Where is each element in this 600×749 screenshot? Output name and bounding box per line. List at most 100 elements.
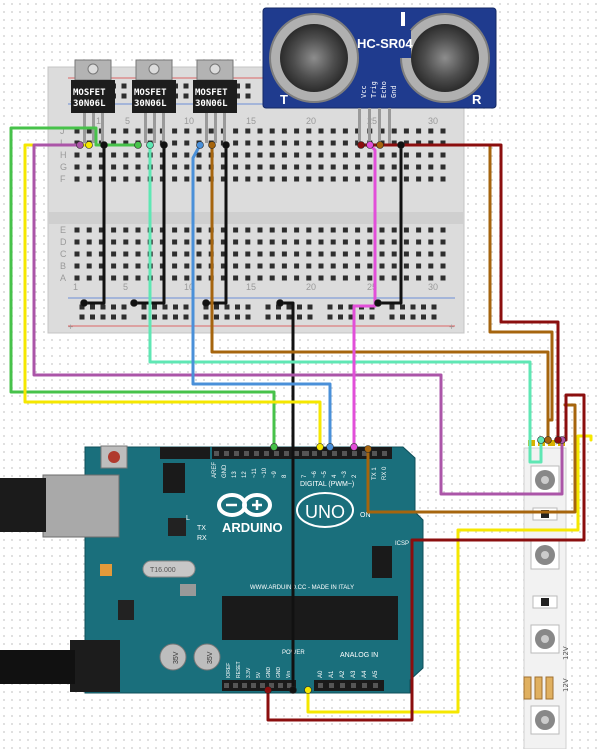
wire-end	[350, 443, 358, 451]
header-pin	[351, 683, 356, 688]
usb-chip	[168, 518, 186, 536]
bb-hole	[403, 152, 409, 158]
bb-hole	[147, 128, 153, 134]
mosfet-2: MOSFET 30N06L	[132, 59, 176, 143]
pin-5: ~5	[322, 470, 328, 478]
bb-hole	[342, 263, 348, 269]
bb-hole	[257, 140, 263, 146]
bb-num-1: 1	[96, 116, 101, 126]
bb-hole	[330, 263, 336, 269]
bb-rail-hole	[245, 93, 251, 99]
pin-a5: A5	[373, 670, 379, 678]
bb-hole	[196, 164, 202, 170]
bb-hole	[86, 152, 92, 158]
bb-hole	[257, 227, 263, 233]
bb-rail-hole	[307, 304, 313, 310]
bb-hole	[281, 263, 287, 269]
bb-hole	[294, 263, 300, 269]
bb-rail-hole	[121, 304, 127, 310]
bb-hole	[306, 176, 312, 182]
bb-hole	[367, 152, 373, 158]
bb-num-30: 30	[428, 116, 438, 126]
wire-end	[264, 686, 272, 694]
bb-rail-hole	[276, 304, 281, 310]
header-pin	[362, 451, 367, 456]
wire-teal	[148, 143, 543, 464]
sensor-pin-vcc: Vcc	[360, 85, 368, 98]
bb-rail-hole	[389, 314, 395, 320]
bb-hole	[159, 227, 165, 233]
bb-rail-hole	[111, 304, 116, 310]
bb-hole	[74, 251, 80, 257]
bb-hole	[330, 164, 336, 170]
bb-rail-hole	[307, 314, 313, 320]
bb-hole	[355, 140, 361, 146]
wire-end	[326, 443, 334, 451]
header-pin	[278, 683, 283, 688]
wire-end	[366, 141, 374, 149]
mosfet-2-line1: MOSFET	[134, 88, 167, 98]
bb-hole	[172, 152, 178, 158]
arduino-model: UNO	[305, 502, 345, 522]
bb-hole	[196, 275, 202, 281]
led-3	[530, 624, 560, 654]
header-pin	[362, 683, 367, 688]
bb-rail-hole	[327, 304, 333, 310]
bb-hole	[281, 176, 287, 182]
bb-hole	[440, 263, 446, 269]
pin-gnd-1: GND	[266, 667, 272, 679]
bb-rail-hole	[90, 314, 95, 320]
bb-hole	[269, 251, 275, 257]
wire-end	[537, 436, 545, 444]
bb-hole	[379, 152, 385, 158]
bb-hole	[74, 152, 80, 158]
bb-hole	[294, 176, 300, 182]
bb-hole	[245, 152, 251, 158]
wire-end	[289, 686, 297, 694]
bb-rail-hole	[111, 314, 116, 320]
wire-end	[196, 141, 204, 149]
bb-hole	[440, 140, 446, 146]
bb-rail-hole	[183, 83, 189, 89]
pin-a2: A2	[340, 670, 346, 678]
header-pin	[332, 451, 337, 456]
header-pin	[373, 683, 378, 688]
mosfet-2-line2: 30N06L	[134, 99, 167, 109]
on-label: ON	[360, 512, 371, 519]
bb-hole	[196, 227, 202, 233]
bb-rail-hole	[297, 314, 302, 320]
bb-hole	[123, 227, 129, 233]
bb-rail-hole	[173, 304, 178, 310]
bb-hole	[111, 176, 117, 182]
bb-hole	[184, 239, 190, 245]
bb-hole	[172, 164, 178, 170]
bb-hole	[330, 128, 336, 134]
bb-hole	[184, 251, 190, 257]
bb-hole	[135, 239, 141, 245]
bb-hole	[196, 152, 202, 158]
wire-end	[80, 299, 88, 307]
wire-end	[316, 443, 324, 451]
bb-hole	[184, 227, 190, 233]
mosfet-3: MOSFET 30N06L	[193, 59, 237, 143]
bb-hole	[416, 152, 422, 158]
wire-end	[76, 141, 84, 149]
bb-hole	[330, 251, 336, 257]
bb-bottom-numbers: 1 5 10 15 20 25 30	[73, 282, 438, 292]
bb-hole	[196, 128, 202, 134]
bb-hole	[220, 263, 226, 269]
bb-hole	[220, 152, 226, 158]
analog-label: ANALOG IN	[340, 652, 378, 659]
bb-rail-hole	[100, 304, 106, 310]
dc-jack	[70, 640, 120, 692]
header-pin	[352, 451, 357, 456]
wire-end	[364, 445, 372, 453]
bb-rail-hole	[214, 304, 219, 310]
bb-hole	[257, 263, 263, 269]
wire-brown-1	[210, 143, 550, 442]
sensor-pin-gnd: Gnd	[390, 85, 398, 98]
header-pin	[312, 451, 317, 456]
bb-num-10: 10	[184, 116, 194, 126]
bb-hole	[379, 227, 385, 233]
sensor-model: HC-SR04	[357, 36, 413, 51]
